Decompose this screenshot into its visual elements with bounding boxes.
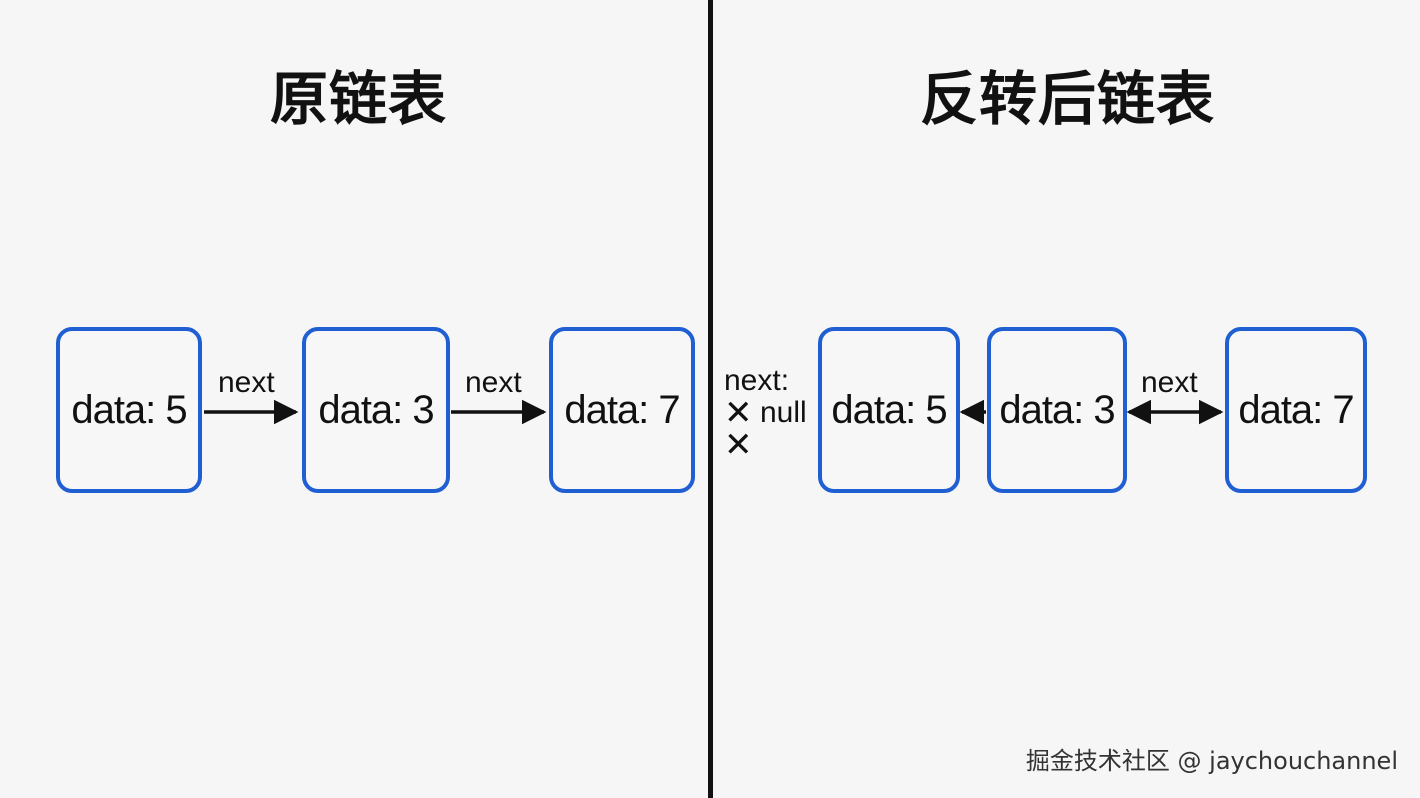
close-icon: ✕ — [724, 425, 753, 465]
node-label: data: 7 — [1238, 387, 1354, 432]
left-node-3: data: 7 — [549, 327, 695, 493]
right-node-3: data: 7 — [1225, 327, 1367, 493]
right-panel-title: 反转后链表 — [920, 65, 1216, 133]
node-label: data: 3 — [999, 387, 1115, 432]
node-label: data: 5 — [831, 387, 947, 432]
left-edge-label-1: next — [218, 366, 275, 399]
null-label-value: null — [760, 396, 807, 429]
watermark: 掘金技术社区 @ jaychouchannel — [1025, 747, 1398, 775]
left-node-1: data: 5 — [56, 327, 202, 493]
panel-divider — [708, 0, 713, 798]
left-panel-title: 原链表 — [270, 65, 448, 133]
left-node-2: data: 3 — [302, 327, 450, 493]
null-label-line1: next: — [724, 364, 790, 397]
node-label: data: 3 — [318, 387, 434, 432]
close-icon: ✕ — [724, 393, 753, 433]
right-node-1: data: 5 — [818, 327, 960, 493]
node-label: data: 7 — [564, 387, 680, 432]
right-node-2: data: 3 — [987, 327, 1127, 493]
left-edge-label-2: next — [465, 366, 522, 399]
node-label: data: 5 — [71, 387, 187, 432]
right-edge-label: next — [1141, 366, 1198, 399]
